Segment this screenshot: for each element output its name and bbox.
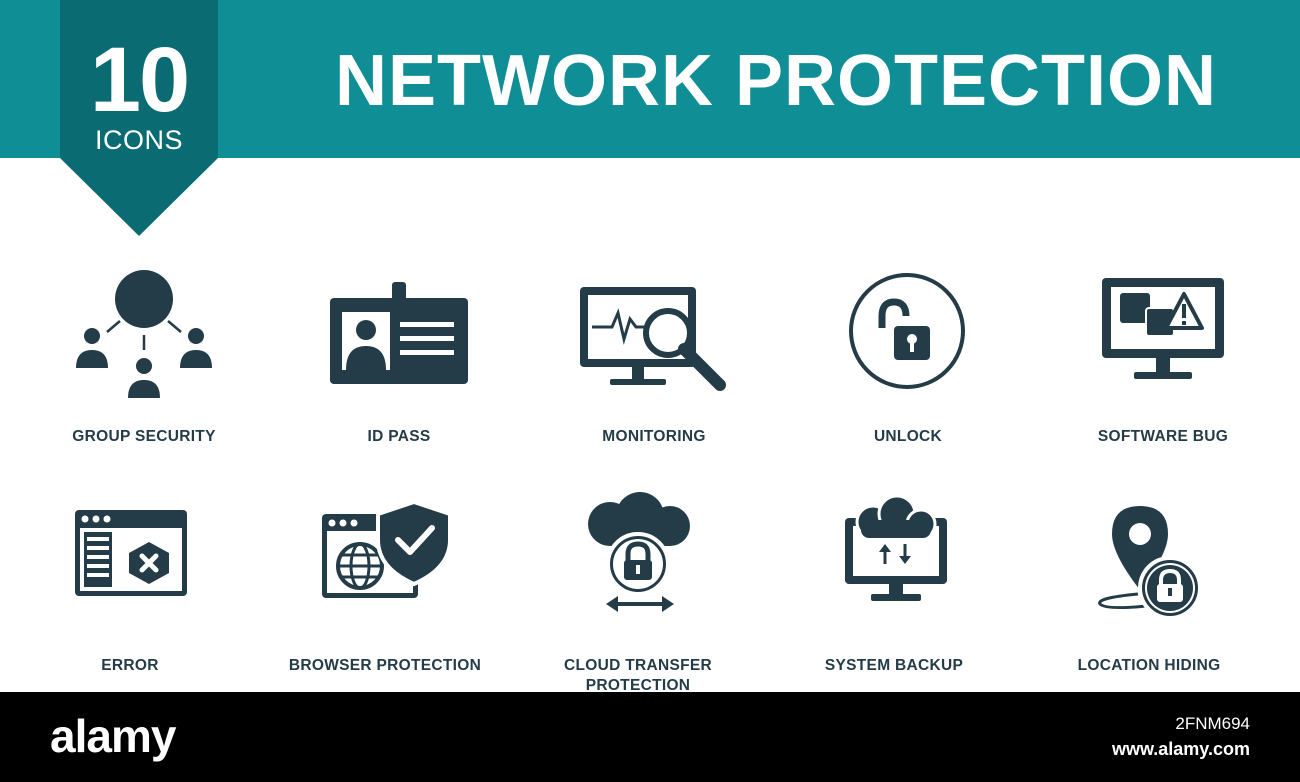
icon-count-badge: 10 ICONS (60, 0, 218, 236)
site-url: www.alamy.com (1111, 739, 1250, 759)
brand-logo: alamy (50, 710, 176, 762)
footer-bar (0, 692, 1300, 782)
unlock-icon (849, 273, 965, 389)
badge-number: 10 (89, 29, 190, 131)
software-bug-icon (1102, 278, 1224, 379)
icon-label-location-hiding: LOCATION HIDING (1077, 657, 1221, 674)
icon-label-system-backup: SYSTEM BACKUP (824, 657, 964, 674)
browser-protection-icon (322, 500, 452, 598)
cloud-transfer-protection-icon (588, 492, 690, 612)
icon-label-monitoring: MONITORING (602, 428, 706, 445)
icon-label-software-bug: SOFTWARE BUG (1097, 428, 1229, 445)
location-hiding-icon (1098, 506, 1202, 620)
error-icon (75, 510, 187, 596)
monitoring-icon (580, 287, 726, 391)
icon-label-cloud-transfer-protection: CLOUD TRANSFER PROTECTION (564, 657, 712, 694)
icon-label-id-pass: ID PASS (367, 428, 431, 445)
image-id: 2FNM694 (1175, 714, 1250, 733)
badge-label: ICONS (94, 125, 183, 155)
id-pass-icon (330, 282, 468, 384)
icon-label-error: ERROR (101, 657, 159, 674)
icon-label-group-security: GROUP SECURITY (72, 428, 216, 445)
group-security-icon (76, 270, 212, 398)
page-title: NETWORK PROTECTION (335, 41, 1217, 121)
system-backup-icon (845, 494, 947, 601)
icon-label-unlock: UNLOCK (873, 428, 943, 445)
icon-label-browser-protection: BROWSER PROTECTION (288, 657, 482, 674)
